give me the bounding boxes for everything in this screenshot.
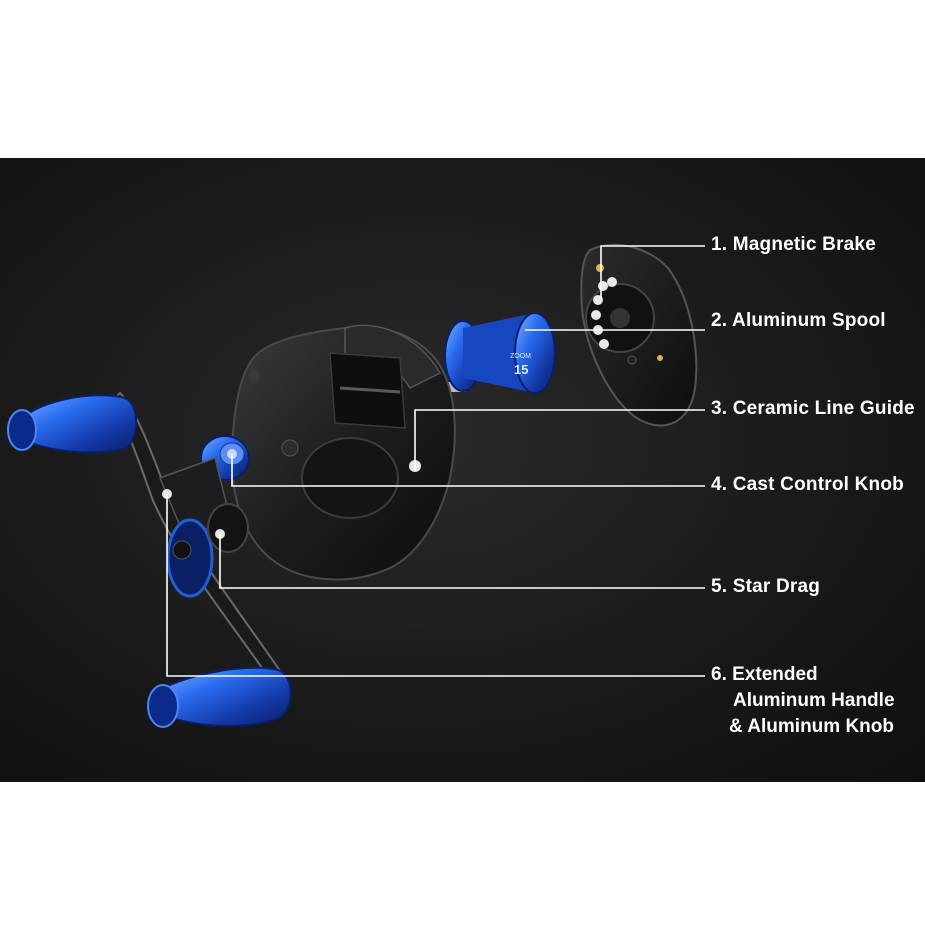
callout-label-cast-control-knob: 4. Cast Control Knob	[711, 474, 904, 495]
spool-brand-marking: ZOOM	[510, 353, 531, 360]
reel-body	[230, 324, 456, 581]
product-panel: 15 ZOOM	[0, 158, 925, 782]
callout-label-magnetic-brake: 1. Magnetic Brake	[711, 234, 876, 255]
callout-label-star-drag: 5. Star Drag	[711, 576, 821, 597]
callout-label-ceramic-line-guide: 3. Ceramic Line Guide	[711, 398, 915, 419]
baitcasting-reel-illustration: 15 ZOOM	[7, 243, 705, 728]
callout-lines	[166, 245, 705, 677]
upper-handle-knob	[7, 394, 138, 454]
lower-handle-knob	[147, 666, 292, 728]
callout-label-extended-handle-line-2: Aluminum Handle	[733, 690, 895, 711]
handle-arm	[108, 391, 287, 688]
callout-line-cast-control-knob	[231, 454, 705, 487]
aluminum-spool: 15 ZOOM	[444, 312, 556, 394]
callout-label-extended-handle-line-3: & Aluminum Knob	[729, 716, 894, 737]
callout-line-magnetic-brake	[600, 245, 705, 298]
spool-size-marking: 15	[514, 362, 528, 377]
callout-label-extended-handle-line-1: 6. Extended	[711, 664, 818, 685]
side-plate	[580, 243, 698, 427]
callout-line-star-drag	[219, 534, 705, 589]
callout-label-extended-handle: 6. Extended Aluminum Handle & Aluminum K…	[711, 662, 895, 740]
callout-line-ceramic-line-guide	[414, 409, 705, 470]
callout-line-extended-handle	[166, 494, 705, 677]
callout-label-aluminum-spool: 2. Aluminum Spool	[711, 310, 886, 331]
